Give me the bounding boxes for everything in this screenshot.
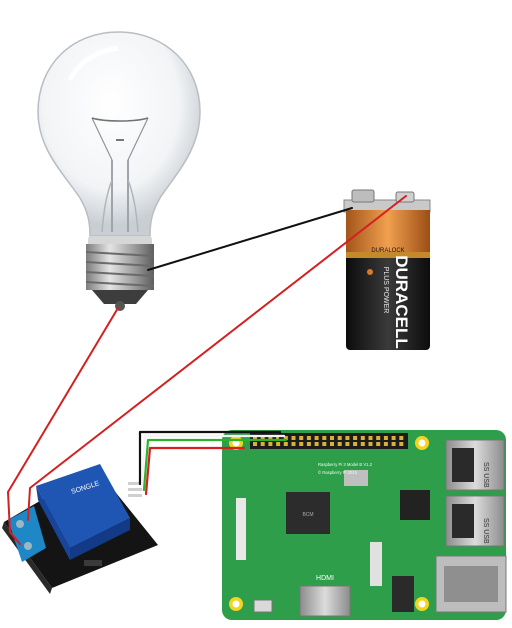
gpio-pin — [276, 436, 281, 440]
gpio-pin — [314, 442, 319, 446]
gpio-pin — [337, 442, 342, 446]
gpio-pin — [345, 442, 350, 446]
wire-bulb-battery — [147, 207, 353, 271]
gpio-pin — [368, 436, 373, 440]
gpio-pin — [260, 436, 265, 440]
gpio-pin — [399, 442, 404, 446]
light-bulb-icon — [37, 31, 201, 311]
gpio-pin — [383, 442, 388, 446]
gpio-pin — [376, 442, 381, 446]
gpio-pin — [260, 442, 265, 446]
gpio-pin — [337, 436, 342, 440]
gpio-pin — [299, 436, 304, 440]
gpio-pin — [291, 436, 296, 440]
wire-white-signal — [140, 434, 286, 488]
gpio-pin — [353, 442, 358, 446]
gpio-pin — [391, 442, 396, 446]
gpio-pin — [306, 442, 311, 446]
gpio-pin — [345, 436, 350, 440]
gpio-pin — [376, 436, 381, 440]
gpio-pin — [330, 442, 334, 446]
gpio-pin — [360, 436, 365, 440]
gpio-pin — [368, 442, 373, 446]
gpio-pin — [353, 436, 358, 440]
board-copyright: © Raspberry Pi 2015 — [318, 470, 358, 475]
usb-label-2: SS USB — [482, 518, 489, 544]
gpio-pin — [283, 442, 288, 446]
9v-battery-icon: DURALOCK DURACELL PLUS POWER — [343, 189, 431, 350]
gpio-pin — [360, 442, 365, 446]
battery-line: PLUS POWER — [382, 267, 389, 314]
gpio-pin — [291, 442, 296, 446]
battery-brand: DURACELL — [392, 255, 411, 349]
gpio-pin — [322, 436, 327, 440]
wire-battery-relay — [27, 195, 407, 521]
wire-bulb-relay — [7, 307, 119, 545]
gpio-pin — [253, 442, 257, 446]
gpio-pin — [391, 436, 396, 440]
gpio-pin — [314, 436, 319, 440]
hdmi-label: HDMI — [316, 575, 334, 582]
gpio-pin — [330, 436, 334, 440]
gpio-pin — [383, 436, 388, 440]
gpio-pin — [268, 436, 273, 440]
gpio-pin — [306, 436, 311, 440]
board-label: Raspberry Pi 3 Model B V1.2 — [318, 462, 373, 467]
wire-green-signal — [142, 438, 288, 492]
raspberry-pi-board-icon: BCM SS USB SS USB HDMI Raspberry Pi 3 Mo… — [222, 430, 507, 620]
gpio-pin — [276, 442, 281, 446]
wire-red-signal — [144, 446, 246, 496]
svg-text:BCM: BCM — [302, 512, 313, 518]
usb-label-1: SS USB — [482, 462, 489, 488]
wires — [7, 195, 407, 545]
gpio-pin — [268, 442, 273, 446]
gpio-pin — [283, 436, 288, 440]
gpio-pin — [399, 436, 404, 440]
relay-module-icon: SONGLE — [2, 464, 158, 594]
gpio-pin — [299, 442, 304, 446]
gpio-pin — [322, 442, 327, 446]
battery-cap-text: DURALOCK — [371, 248, 404, 254]
gpio-pin — [253, 436, 257, 440]
